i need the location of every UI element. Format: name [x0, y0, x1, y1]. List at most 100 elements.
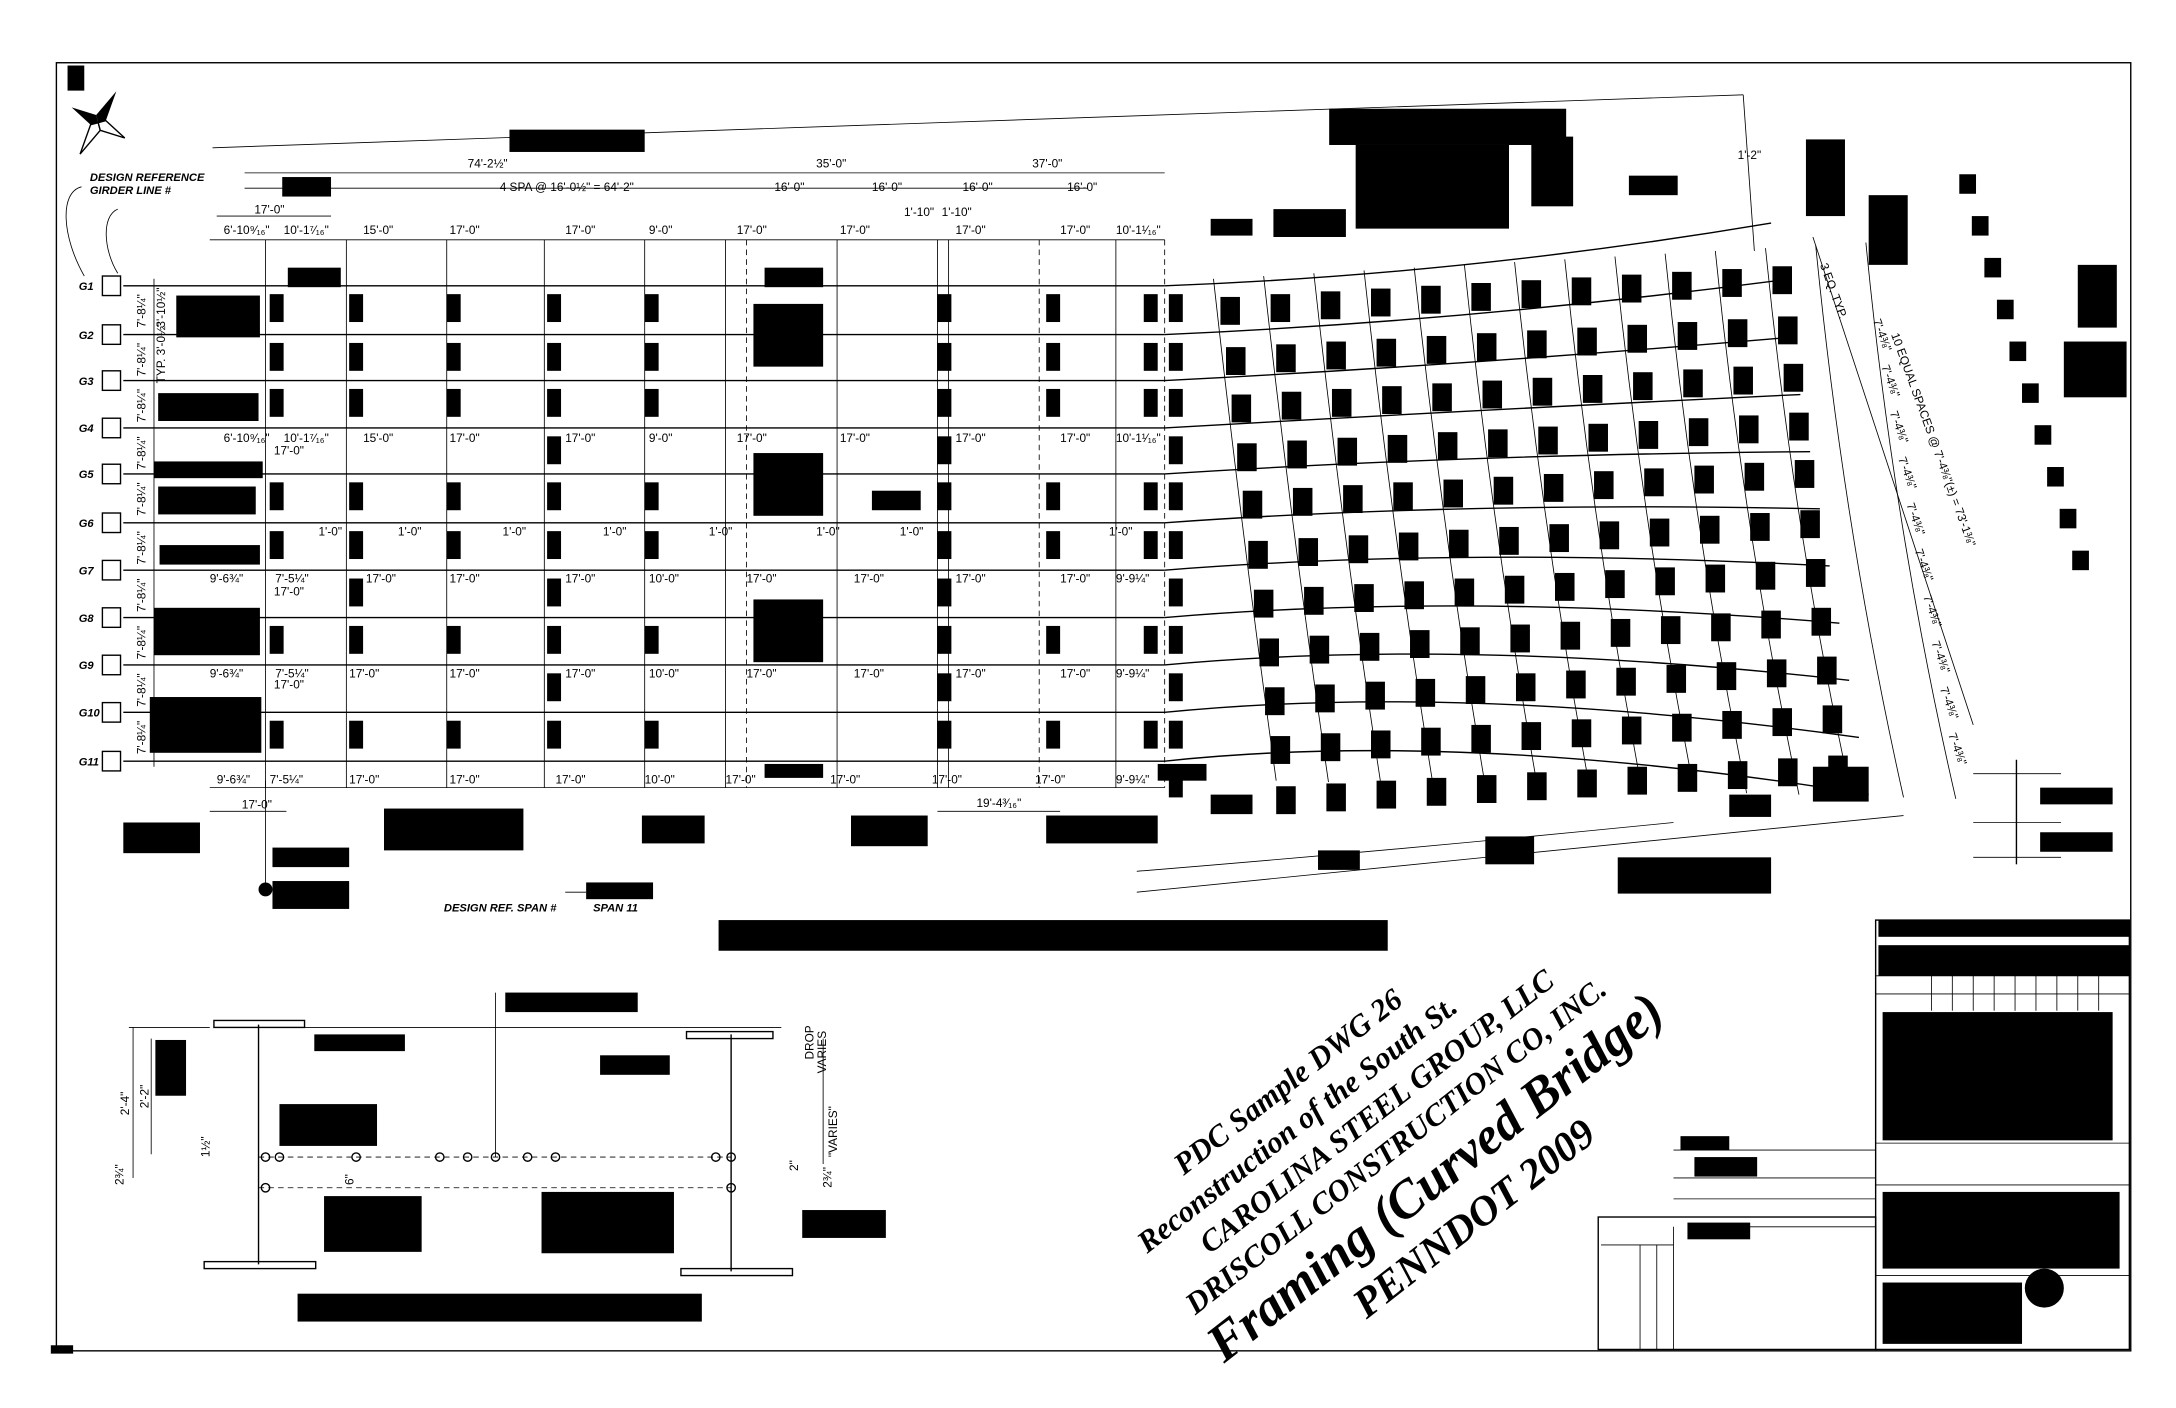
- redaction-block: [446, 625, 461, 654]
- redaction-block: [1410, 630, 1430, 658]
- redaction-block: [1531, 136, 1574, 207]
- girder-label: G1: [79, 281, 94, 293]
- dimension-label: 9'-6¾": [210, 667, 243, 681]
- dimension-label: 16'-0": [872, 180, 902, 194]
- redaction-block: [1337, 437, 1358, 466]
- redaction-block: [1454, 578, 1475, 607]
- redaction-block: [2063, 341, 2127, 398]
- dimension-label: 17'-0": [1060, 223, 1090, 237]
- dimension-label: 17'-0": [274, 584, 304, 598]
- redaction-block: [1210, 218, 1253, 236]
- dimension-label: 17'-0": [555, 772, 585, 786]
- redaction-block: [1882, 1191, 2120, 1269]
- girder-tag: [101, 417, 122, 439]
- redaction-block: [279, 1104, 378, 1146]
- redaction-block: [644, 531, 659, 560]
- redaction-block: [1331, 388, 1352, 417]
- dimension-label: 1'-0": [900, 524, 924, 538]
- redaction-block: [1677, 322, 1698, 350]
- dimension-label: 1'-0": [816, 524, 840, 538]
- redaction-block: [1817, 656, 1837, 685]
- redaction-block: [1168, 720, 1183, 749]
- redaction-block: [505, 992, 638, 1013]
- redaction-block: [1168, 436, 1183, 465]
- redaction-block: [1680, 1136, 1730, 1151]
- girder-line-curved: [1164, 701, 1860, 739]
- dimension-label: 17'-0": [956, 223, 986, 237]
- crossframe-line-curved: [1363, 270, 1434, 785]
- dimension-label: 7'-4⅜": [1903, 501, 1928, 537]
- design-reference-label: GIRDER LINE #: [90, 185, 172, 197]
- redaction-block: [1471, 724, 1491, 753]
- redaction-block: [446, 342, 461, 371]
- redaction-block: [1488, 429, 1508, 458]
- redaction-block: [1984, 257, 2002, 278]
- redaction-block: [1521, 280, 1542, 309]
- girder-tag: [101, 701, 122, 723]
- redaction-block: [1465, 676, 1486, 704]
- dimension-label: 7'-8¼": [135, 579, 149, 612]
- redaction-block: [1231, 394, 1252, 423]
- redaction-block: [1582, 375, 1603, 403]
- redaction-block: [547, 578, 562, 607]
- dimension-label: 1'-0": [603, 524, 627, 538]
- dimension-label: 1'-0": [398, 524, 422, 538]
- dimension-label: 19'-4³⁄₁₆": [976, 796, 1021, 810]
- dimension-label: 10'-0": [645, 772, 675, 786]
- redaction-block: [297, 1293, 702, 1322]
- redaction-block: [1633, 372, 1653, 401]
- dimension-label: 7'-4⅜": [1937, 685, 1962, 721]
- redaction-block: [1248, 540, 1268, 569]
- dimension-label: 17'-0": [450, 572, 480, 586]
- redaction-block: [1805, 139, 1845, 217]
- bolt-icon: [726, 1182, 736, 1193]
- redaction-block: [1276, 344, 1296, 373]
- dimension-label: 9'-9¼": [1116, 667, 1149, 681]
- girder-tag: [101, 559, 122, 581]
- dimension-label: 7'-8¼": [135, 294, 149, 327]
- redaction-block: [547, 720, 562, 749]
- redaction-block: [937, 436, 952, 465]
- redaction-block: [802, 1210, 886, 1238]
- girder-line-curved: [1164, 749, 1869, 796]
- redaction-block: [1376, 338, 1397, 367]
- dimension-label: 16'-0": [963, 180, 993, 194]
- redaction-block: [1242, 490, 1263, 519]
- redaction-block: [1046, 482, 1061, 511]
- girder-tag: [101, 463, 122, 485]
- redaction-block: [1168, 482, 1183, 511]
- crossframe-line-curved: [1463, 264, 1538, 788]
- dimension-label: 17'-0": [450, 223, 480, 237]
- redaction-block: [1370, 730, 1391, 759]
- girder-label: G9: [79, 660, 95, 672]
- redaction-block: [1711, 613, 1731, 642]
- redaction-block: [1638, 421, 1659, 449]
- redaction-block: [1143, 388, 1158, 417]
- redaction-block: [718, 920, 1388, 951]
- redaction-block: [1588, 423, 1608, 452]
- redaction-block: [1046, 342, 1061, 371]
- redaction-block: [509, 129, 645, 152]
- redaction-block: [1046, 720, 1061, 749]
- redaction-block: [1143, 720, 1158, 749]
- redaction-block: [1683, 369, 1703, 398]
- redaction-block: [2059, 508, 2077, 529]
- redaction-block: [1571, 277, 1592, 306]
- dimension-label: 17'-0": [932, 772, 962, 786]
- redaction-block: [1789, 412, 1809, 441]
- redaction-block: [937, 342, 952, 371]
- redaction-block: [937, 531, 952, 560]
- girder-line-curved: [1164, 336, 1791, 382]
- redaction-block: [349, 531, 364, 560]
- redaction-block: [269, 720, 284, 749]
- redaction-block: [2072, 550, 2089, 571]
- redaction-block: [547, 388, 562, 417]
- redaction-block: [1168, 342, 1183, 371]
- girder-tag: [101, 654, 122, 676]
- redaction-block: [2040, 832, 2113, 852]
- dimension-label: 7'-4⅜": [1895, 455, 1920, 491]
- dimension-label: 17'-0": [737, 223, 767, 237]
- bolt-icon: [260, 1182, 271, 1193]
- redaction-block: [1326, 341, 1346, 370]
- redaction-block: [1046, 815, 1158, 844]
